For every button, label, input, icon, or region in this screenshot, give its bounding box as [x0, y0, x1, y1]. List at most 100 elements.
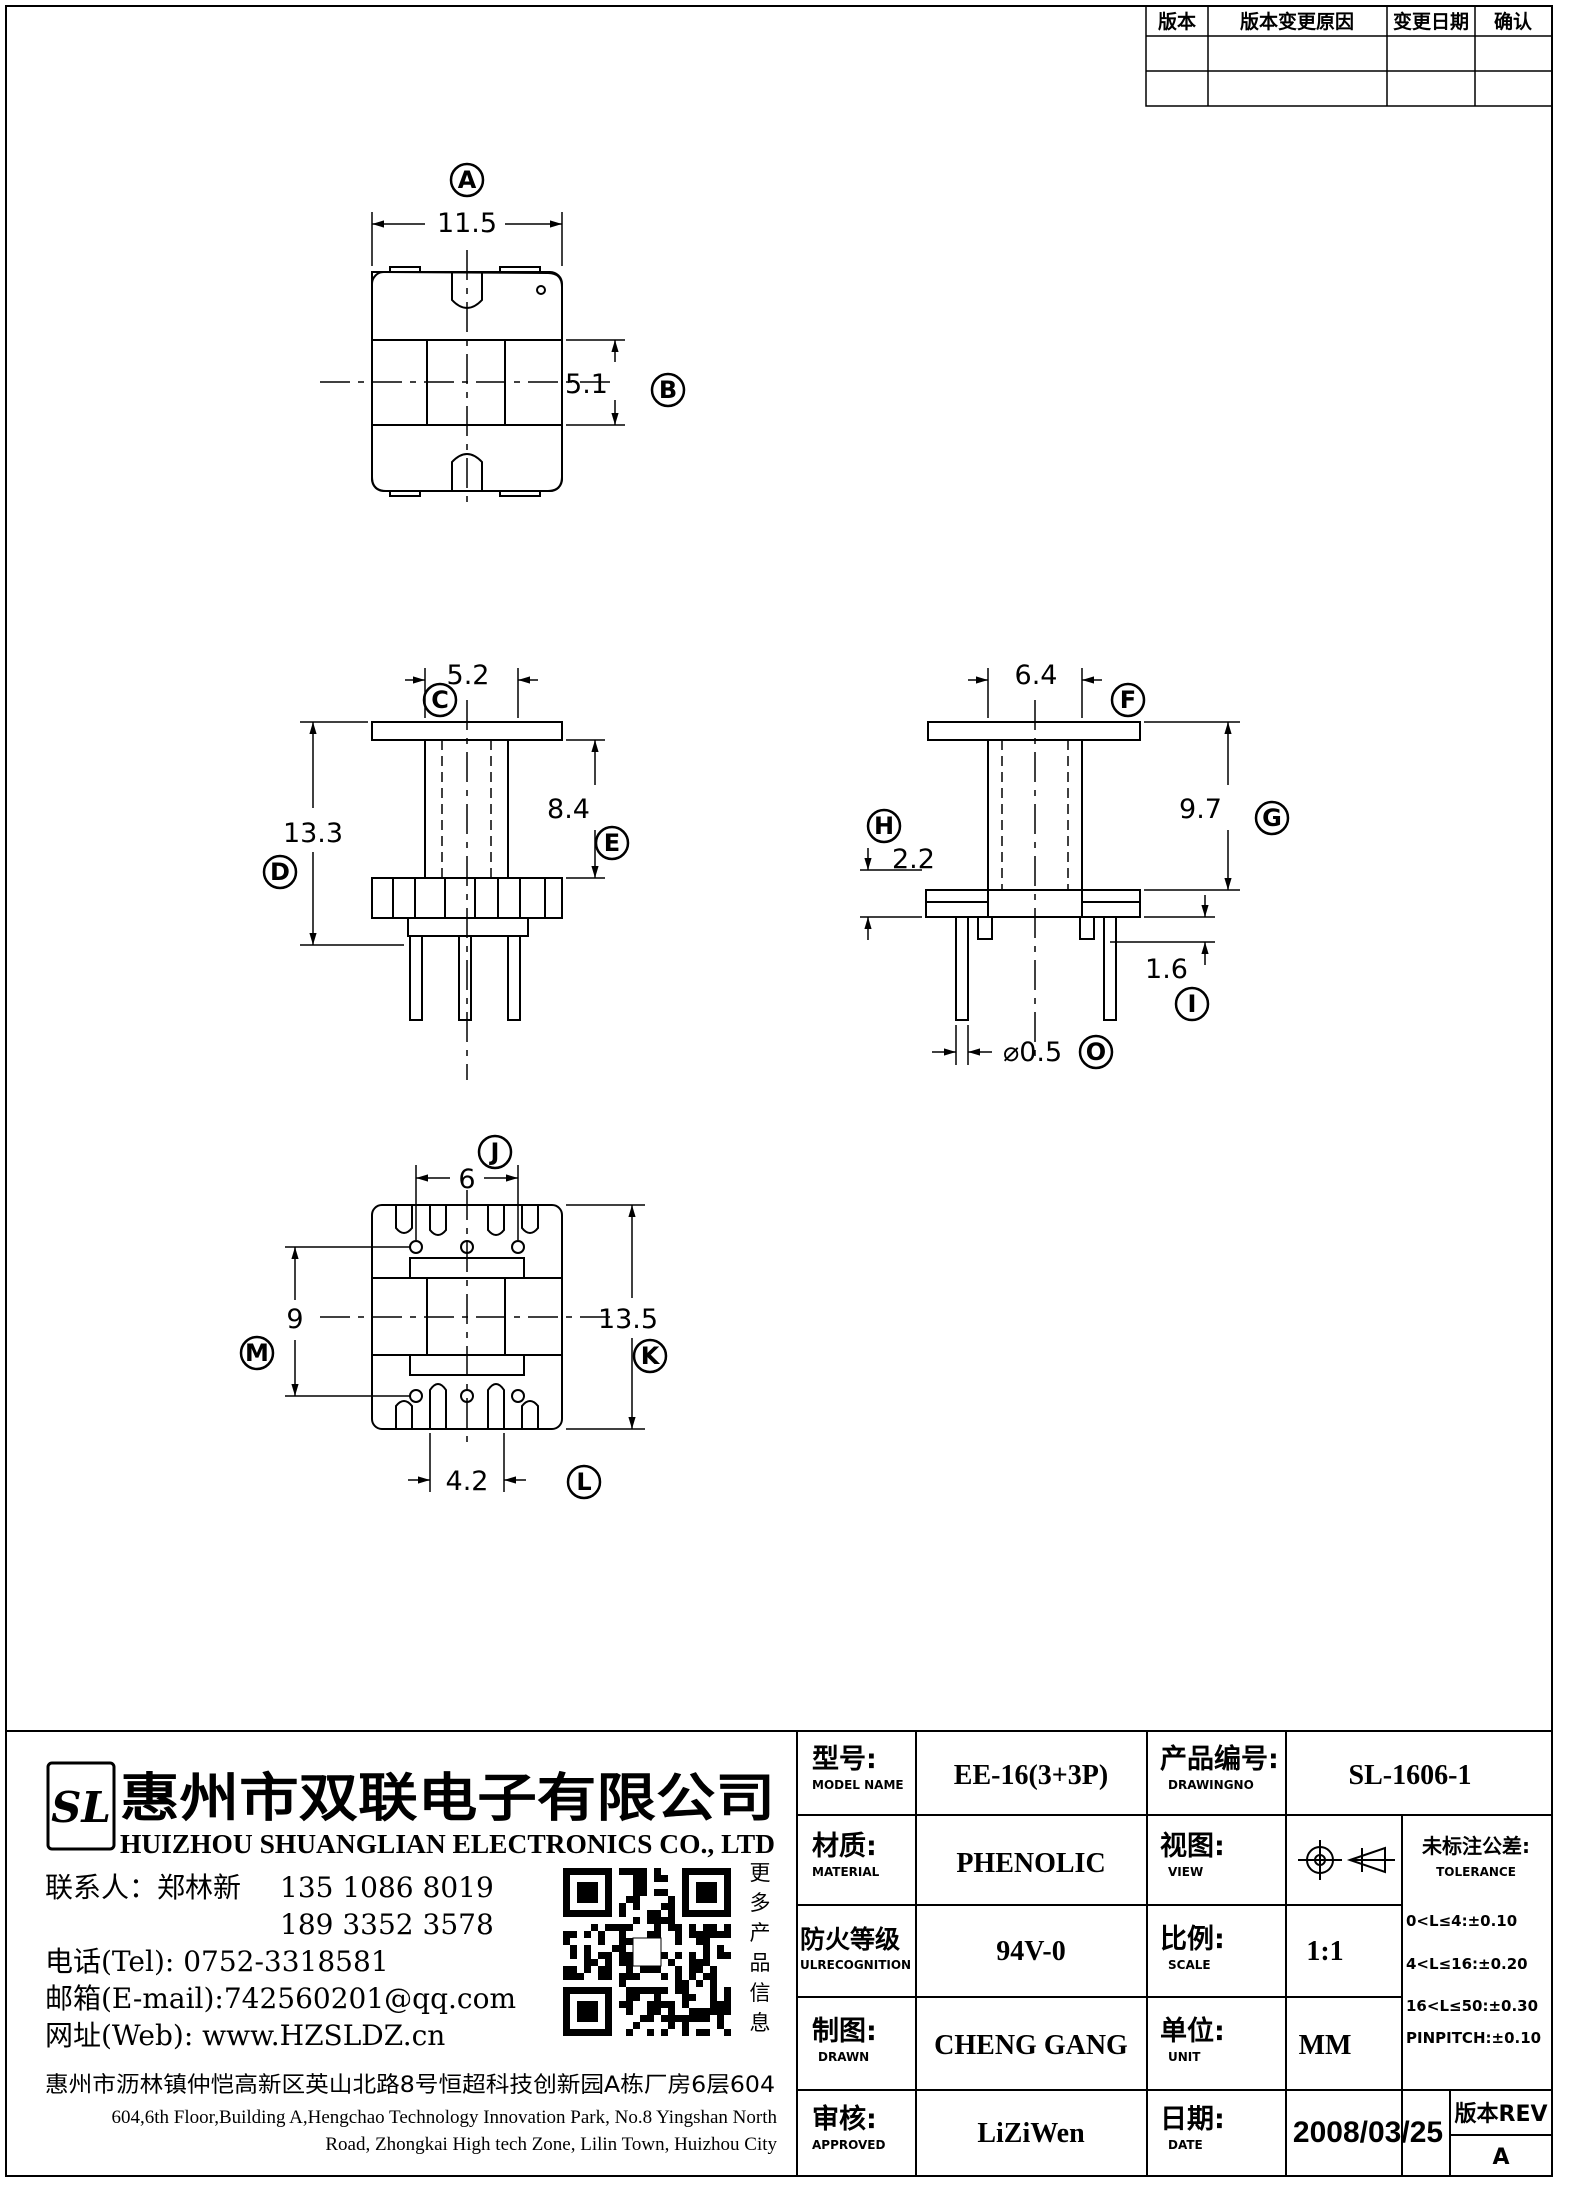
svg-text:O: O — [1086, 1038, 1106, 1066]
front-view — [371, 721, 563, 1021]
view-sub: VIEW — [1168, 1865, 1203, 1879]
dim-d-text: 13.3 — [283, 818, 343, 849]
dim-l-text: 4.2 — [446, 1466, 489, 1497]
marker-f: F — [1110, 682, 1146, 718]
svg-text:B: B — [659, 376, 677, 404]
tolerance-line-2: 4<L≤16:±0.20 — [1406, 1955, 1528, 1973]
svg-text:K: K — [641, 1342, 661, 1370]
svg-text:C: C — [431, 686, 449, 714]
sheet-border — [5, 5, 1553, 2177]
fire-value: 94V-0 — [996, 1936, 1065, 1967]
qr-caption-char: 信 — [750, 1981, 771, 2005]
dim-b-text: 5.1 — [565, 369, 608, 400]
rev-header-confirm: 确认 — [1494, 10, 1532, 33]
model-label: 型号: — [812, 1744, 877, 1775]
marker-k: K — [632, 1338, 668, 1374]
approved-sub: APPROVED — [812, 2138, 885, 2152]
title-block-grid — [6, 1730, 1552, 2176]
dim-k-text: 13.5 — [598, 1304, 658, 1335]
contact-email: 邮箱(E-mail):742560201@qq.com — [45, 1982, 516, 2015]
qr-caption-char: 产 — [750, 1921, 771, 1945]
material-label: 材质: — [812, 1831, 877, 1862]
svg-text:F: F — [1120, 686, 1136, 714]
approved-label: 审核: — [812, 2103, 877, 2135]
rev-value: A — [1492, 2145, 1509, 2170]
date-sub: DATE — [1168, 2138, 1203, 2152]
logo-text: SL — [51, 1783, 111, 1832]
contact-tel: 电话(Tel): 0752-3318581 — [45, 1945, 389, 1978]
marker-g: G — [1254, 800, 1290, 836]
date-value: 2008/03/25 — [1293, 2116, 1443, 2149]
scale-value: 1:1 — [1306, 1936, 1343, 1967]
marker-l: L — [566, 1464, 602, 1500]
drawing-sub: DRAWINGNO — [1168, 1778, 1254, 1792]
marker-e: E — [594, 825, 630, 861]
qr-caption-char: 更 — [750, 1861, 771, 1885]
company-name-cn: 惠州市双联电子有限公司 — [120, 1768, 775, 1829]
material-value: PHENOLIC — [956, 1848, 1105, 1879]
address-cn: 惠州市沥林镇仲恺高新区英山北路8号恒超科技创新园A栋厂房6层604 — [45, 2073, 775, 2098]
dim-f-text: 6.4 — [1015, 660, 1058, 691]
model-sub: MODEL NAME — [812, 1778, 904, 1792]
dim-i-text: 1.6 — [1145, 954, 1188, 985]
rev-header-reason: 版本变更原因 — [1240, 10, 1354, 33]
svg-text:H: H — [874, 812, 894, 840]
drawing-value: SL-1606-1 — [1349, 1760, 1472, 1791]
tolerance-line-1: 0<L≤4:±0.10 — [1406, 1912, 1517, 1930]
marker-m: M — [239, 1335, 275, 1371]
qr-caption-char: 多 — [750, 1891, 771, 1915]
drawn-value: CHENG GANG — [934, 2030, 1128, 2061]
scale-sub: SCALE — [1168, 1958, 1211, 1972]
contact-web: 网址(Web): www.HZSLDZ.cn — [45, 2019, 445, 2052]
contact-label: 联系人：郑林新 — [45, 1871, 241, 1904]
tolerance-line-4: PINPITCH:±0.10 — [1406, 2029, 1541, 2047]
dim-e-text: 8.4 — [547, 794, 590, 825]
svg-text:L: L — [576, 1468, 591, 1496]
marker-j: J — [477, 1134, 513, 1170]
rev-header-version: 版本 — [1158, 10, 1196, 33]
drawn-sub: DRAWN — [818, 2050, 869, 2064]
third-angle-projection-icon — [1298, 1840, 1395, 1880]
scale-label: 比例: — [1160, 1924, 1225, 1955]
dim-g-text: 9.7 — [1179, 794, 1222, 825]
approved-value: LiZiWen — [977, 2118, 1085, 2149]
unit-sub: UNIT — [1168, 2050, 1201, 2064]
svg-text:G: G — [1262, 804, 1282, 832]
unit-value: MM — [1299, 2030, 1352, 2061]
dim-m-text: 9 — [286, 1304, 303, 1335]
tolerance-sub: TOLERANCE — [1436, 1865, 1516, 1879]
address-en-1: 604,6th Floor,Building A,Hengchao Techno… — [112, 2107, 778, 2128]
address-en-2: Road, Zhongkai High tech Zone, Lilin Tow… — [325, 2134, 777, 2155]
dim-j-text: 6 — [458, 1164, 475, 1195]
drawn-label: 制图: — [812, 2016, 877, 2047]
view-label: 视图: — [1160, 1831, 1225, 1862]
company-logo: SL — [46, 1761, 116, 1851]
svg-text:A: A — [458, 166, 477, 194]
marker-a: A — [449, 162, 485, 198]
drawing-label: 产品编号: — [1160, 1743, 1279, 1775]
marker-b: B — [650, 372, 686, 408]
dim-a-text: 11.5 — [437, 208, 497, 239]
dim-h-text: 2.2 — [892, 844, 935, 875]
side-view — [925, 721, 1141, 1021]
qr-caption-char: 息 — [750, 2011, 771, 2035]
marker-c: C — [422, 682, 458, 718]
rev-label: 版本REV — [1455, 2102, 1548, 2127]
marker-d: D — [262, 854, 298, 890]
revision-table — [1145, 5, 1553, 107]
contact-phone-1: 135 1086 8019 — [280, 1871, 494, 1904]
company-name-en: HUIZHOU SHUANGLIAN ELECTRONICS CO., LTD — [120, 1829, 775, 1859]
qr-code — [559, 1864, 735, 2040]
rev-header-date: 变更日期 — [1393, 10, 1469, 33]
date-label: 日期: — [1160, 2104, 1225, 2135]
tolerance-label: 未标注公差: — [1422, 1834, 1530, 1858]
dim-c-text: 5.2 — [447, 660, 490, 691]
fire-label: 防火等级 — [800, 1925, 900, 1954]
marker-o: O — [1078, 1034, 1114, 1070]
marker-i: I — [1174, 986, 1210, 1022]
fire-sub: ULRECOGNITION — [800, 1958, 911, 1972]
svg-text:M: M — [245, 1339, 269, 1367]
tolerance-line-3: 16<L≤50:±0.30 — [1406, 1997, 1538, 2015]
contact-phone-2: 189 3352 3578 — [280, 1908, 494, 1941]
